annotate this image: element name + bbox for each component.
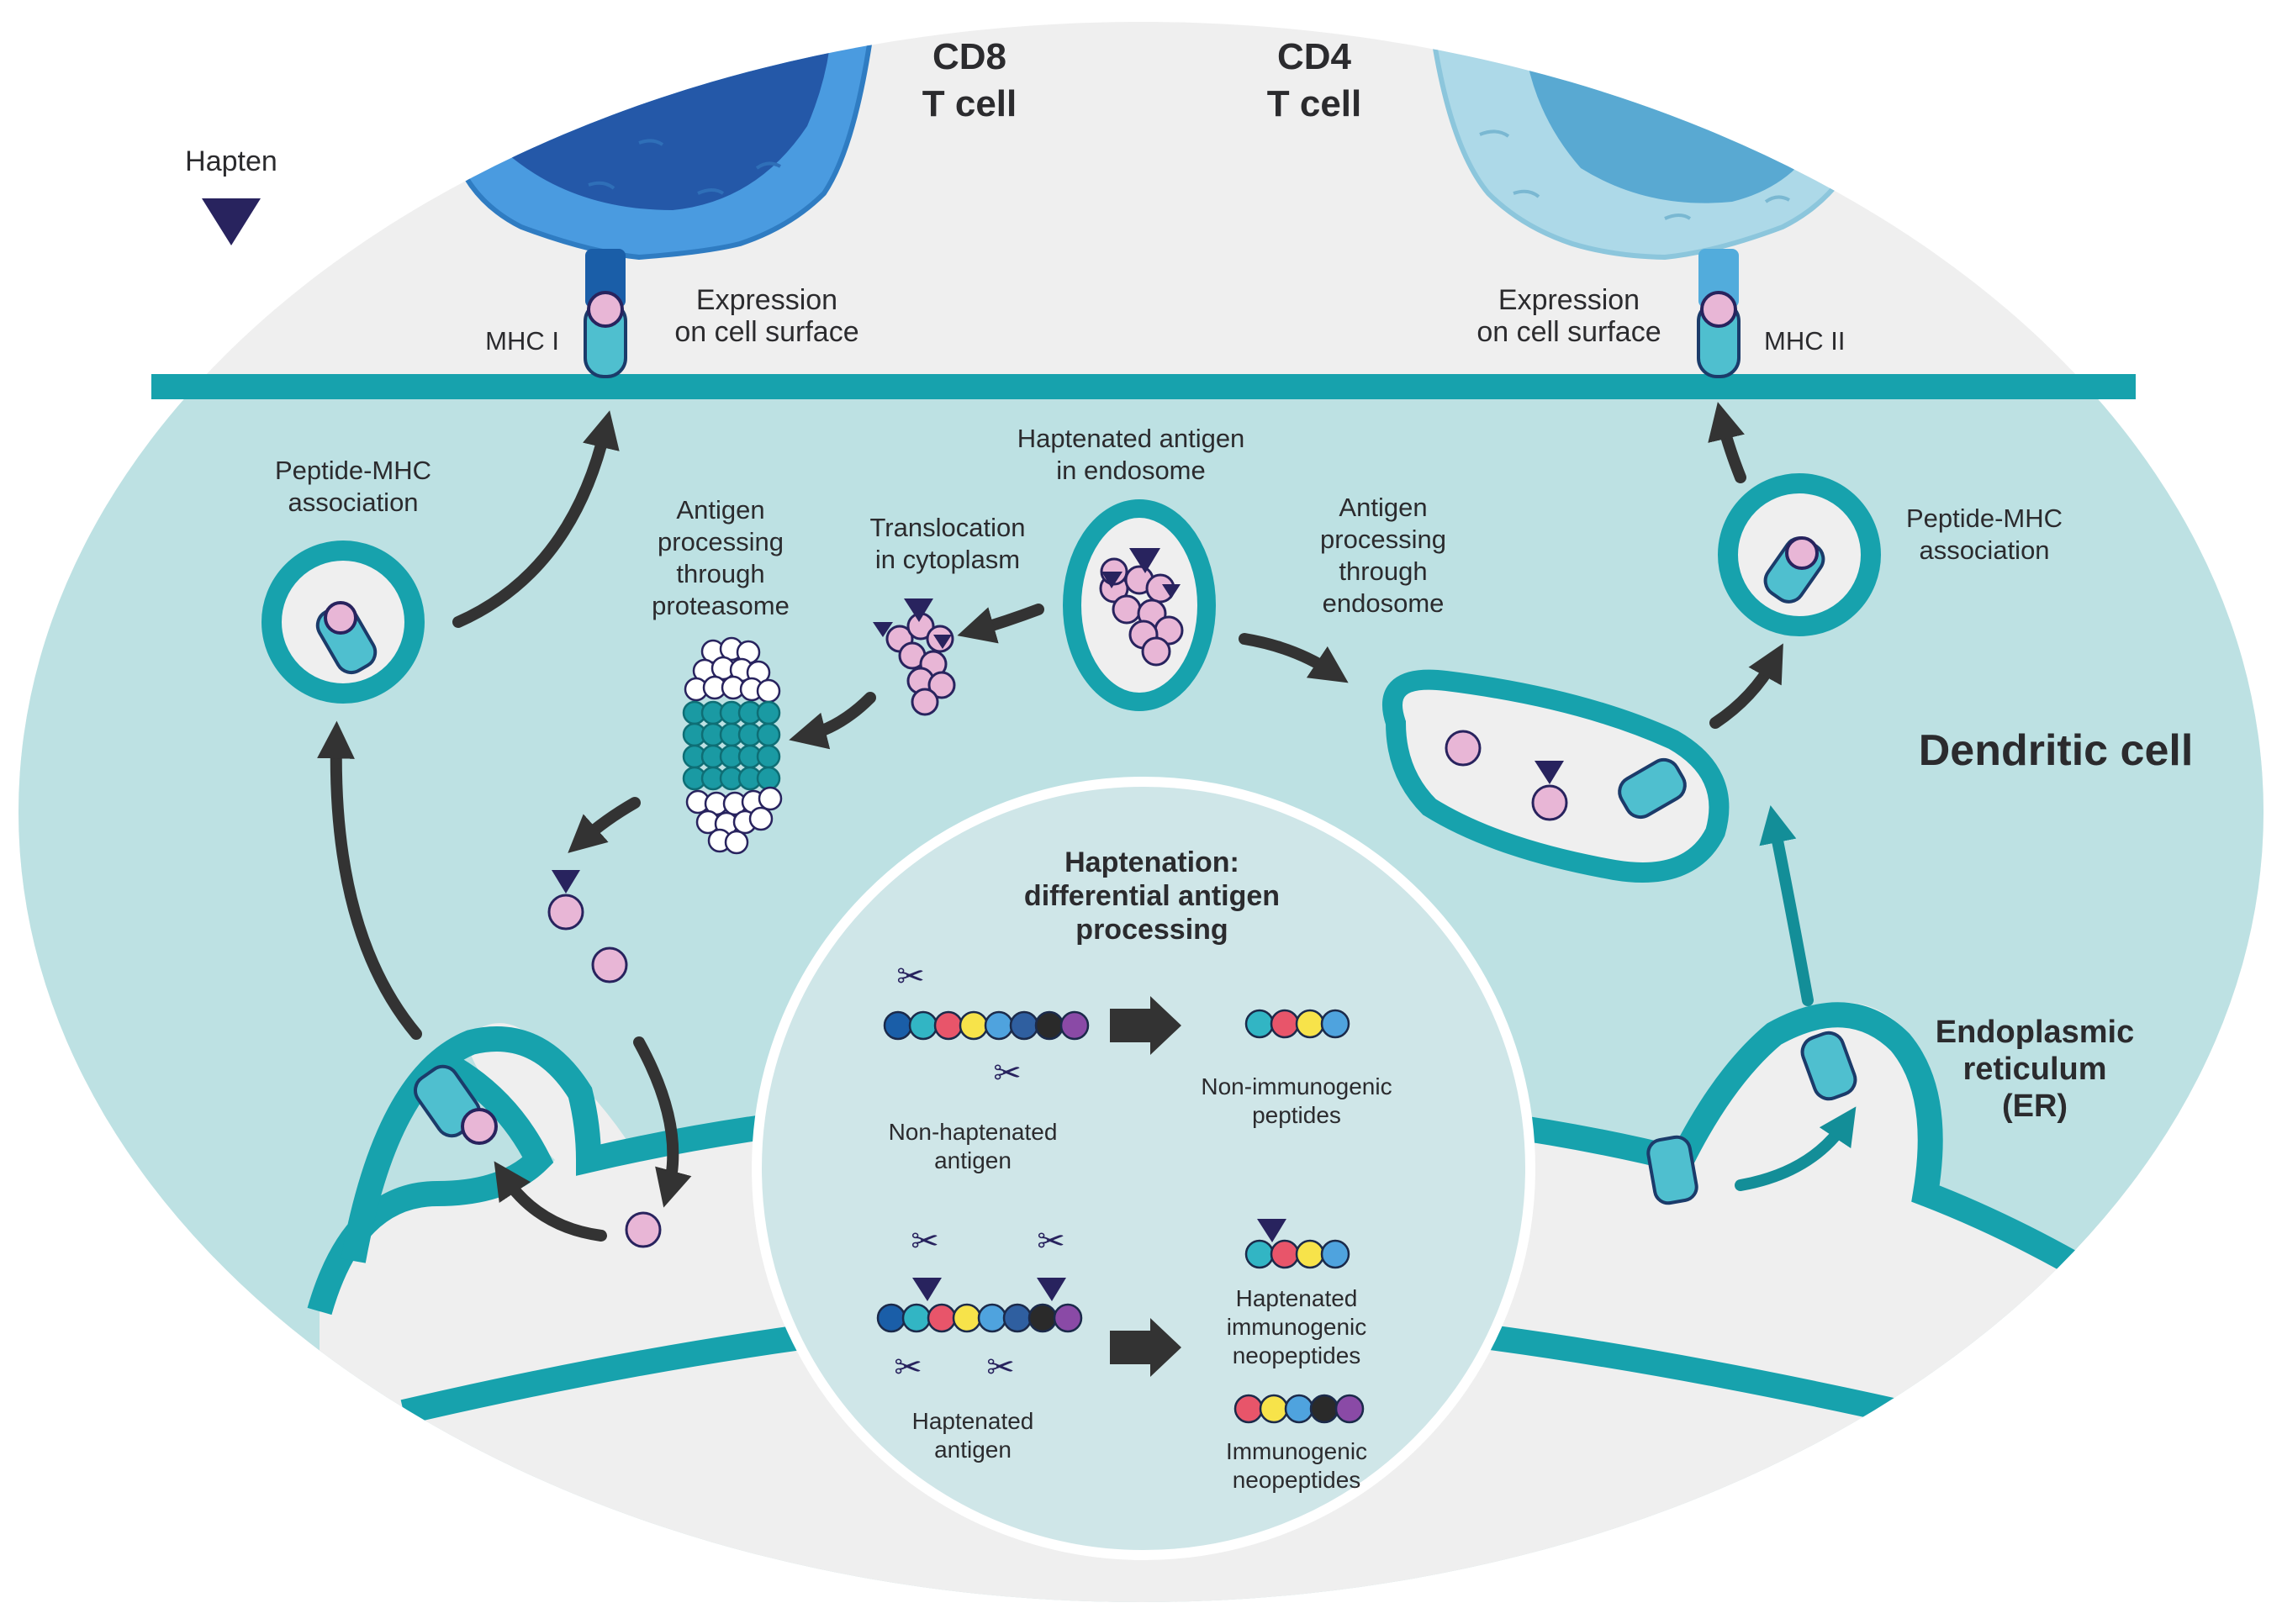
arrow-right-icon	[1110, 1318, 1181, 1377]
scissors-icon: ✂	[993, 1054, 1022, 1092]
dendritic-cell-label: Dendritic cell	[1919, 726, 2194, 775]
proteasome-label-line4: proteasome	[652, 591, 790, 620]
immunogenic-neopeptide-chain	[1233, 1394, 1365, 1424]
haptenated-neo-label-line3: neopeptides	[1233, 1342, 1361, 1368]
haptenated-antigen-chain	[876, 1303, 1083, 1333]
er-bud-mhc-i	[414, 1064, 498, 1145]
peptide-mhc-right-line2: association	[1919, 535, 2049, 565]
endosome-processing-label-line1: Antigen	[1339, 493, 1427, 522]
inset-title-line3: processing	[1075, 914, 1228, 946]
scissors-icon: ✂	[894, 1348, 922, 1386]
mhc-i-label: MHC I	[485, 326, 559, 356]
proteasome-label-line3: through	[676, 559, 764, 588]
non-haptenated-antigen-chain	[883, 1010, 1090, 1041]
hapten-legend-icon	[202, 198, 261, 245]
vesicle-peptide-mhc-right	[1718, 473, 1881, 636]
hapten-legend-label: Hapten	[185, 145, 277, 177]
haptenated-neo-label-line1: Haptenated	[1236, 1285, 1358, 1311]
proteasome-label-line2: processing	[658, 527, 784, 556]
scissors-icon: ✂	[1037, 1222, 1065, 1260]
er-label-line2: reticulum	[1962, 1052, 2106, 1087]
endosome-antigen-label-line1: Haptenated antigen	[1017, 424, 1245, 453]
peptide-mhc-left-line2: association	[288, 488, 418, 517]
haptenated-neo-label-line2: immunogenic	[1227, 1314, 1367, 1340]
mhc-ii-surface-complex	[1697, 249, 1741, 378]
endosome-processing-vesicle	[1382, 669, 1730, 883]
plasma-membrane	[151, 374, 2136, 399]
peptide-mhc-right-line1: Peptide-MHC	[1906, 504, 2063, 533]
cd8-label-line2: T cell	[922, 83, 1017, 124]
haptenation-inset: ✂ ✂ ✂ ✂ ✂ ✂	[752, 777, 1535, 1560]
endosome-processing-label-line2: processing	[1320, 525, 1446, 554]
mhc-i-surface-complex	[584, 249, 627, 378]
hapten-icon	[1037, 1278, 1066, 1301]
scissors-icon: ✂	[896, 957, 925, 995]
expression-left-line2: on cell surface	[674, 316, 858, 348]
endosome-processing-label-line3: through	[1339, 556, 1427, 586]
non-immunogenic-peptide-chain	[1244, 1009, 1350, 1039]
translocation-label-line2: in cytoplasm	[875, 545, 1020, 574]
peptide-mhc-left-line1: Peptide-MHC	[275, 456, 431, 485]
cd8-label-line1: CD8	[932, 36, 1006, 77]
endosome-haptenated-antigen	[1063, 499, 1216, 711]
expression-right-line1: Expression	[1498, 284, 1640, 316]
er-label-line1: Endoplasmic	[1936, 1015, 2135, 1050]
mhc-ii-label: MHC II	[1764, 326, 1845, 356]
er-export-arrows	[1735, 805, 1857, 1191]
haptenated-label-line1: Haptenated	[912, 1408, 1034, 1434]
haptenated-label-line2: antigen	[934, 1437, 1012, 1463]
expression-left-line1: Expression	[696, 284, 837, 316]
endosome-processing-label-line4: endosome	[1323, 588, 1445, 618]
process-arrows	[317, 402, 1783, 1242]
endosome-antigen-label-line2: in endosome	[1056, 456, 1206, 485]
non-haptenated-label-line1: Non-haptenated	[889, 1119, 1058, 1145]
proteasome	[682, 636, 783, 855]
arrow-right-icon	[1110, 996, 1181, 1055]
peptide-in-er	[625, 1211, 662, 1248]
er-bud-mhc-ii	[1646, 1031, 1857, 1205]
immunogenic-neo-label-line1: Immunogenic	[1226, 1438, 1367, 1464]
haptenated-neopeptide-chain	[1244, 1239, 1350, 1269]
hapten-icon	[1257, 1219, 1286, 1242]
scissors-icon: ✂	[911, 1222, 939, 1260]
inset-title-line2: differential antigen	[1024, 880, 1280, 912]
cd4-label-line1: CD4	[1277, 36, 1352, 77]
vesicle-peptide-mhc-left	[261, 540, 425, 704]
scissors-icon: ✂	[986, 1348, 1015, 1386]
translocated-antigen	[873, 598, 956, 716]
non-haptenated-label-line2: antigen	[934, 1147, 1012, 1173]
expression-right-line2: on cell surface	[1476, 316, 1661, 348]
proteasome-label-line1: Antigen	[676, 495, 764, 525]
non-immunogenic-label-line2: peptides	[1252, 1102, 1341, 1128]
immunogenic-neo-label-line2: neopeptides	[1233, 1467, 1361, 1493]
er-label-line3: (ER)	[2002, 1089, 2068, 1124]
cd4-label-line2: T cell	[1267, 83, 1362, 124]
hapten-icon	[912, 1278, 942, 1301]
processed-peptides	[547, 870, 628, 983]
translocation-label-line1: Translocation	[870, 513, 1026, 542]
non-immunogenic-label-line1: Non-immunogenic	[1201, 1073, 1392, 1099]
inset-title-line1: Haptenation:	[1064, 846, 1239, 878]
